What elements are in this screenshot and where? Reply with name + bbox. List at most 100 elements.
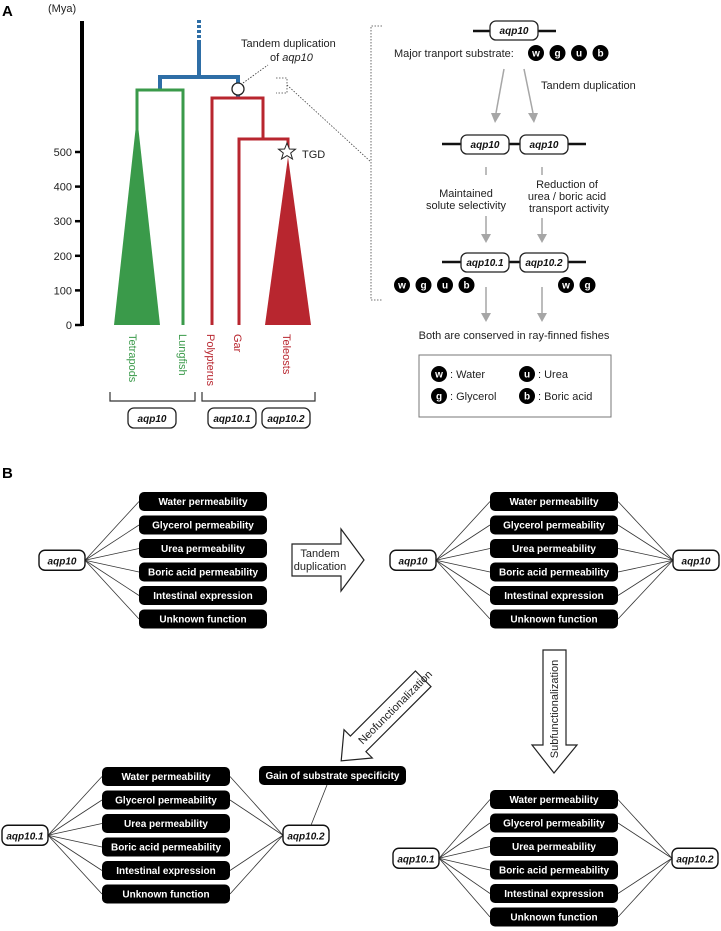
legend-label: : Glycerol — [450, 391, 496, 403]
left-fate-line1: Maintained — [439, 188, 493, 200]
connector-line — [47, 776, 103, 836]
fate-right-arrow-head — [537, 234, 547, 243]
tandem-arrow-line1: Tandem — [300, 548, 339, 560]
axis-tick-label: 500 — [54, 147, 72, 159]
tetrapods-clade-triangle — [114, 116, 160, 325]
gene-node-label: aqp10 — [399, 556, 428, 567]
substrate-letter: w — [561, 281, 570, 292]
function-box: Urea permeability — [139, 539, 267, 558]
final-gene-box-right — [519, 252, 569, 273]
panel-a-label: A — [2, 3, 13, 20]
block-arrow-down-icon — [530, 649, 579, 774]
substrate-badge: b — [519, 388, 535, 404]
connector-line — [47, 834, 103, 848]
substrate-letter: g — [554, 49, 560, 60]
phylogenetic-tree: TGD Tandem duplication of aqp10 — [114, 20, 382, 325]
zoom-bracket — [370, 25, 382, 301]
function-label: Urea permeability — [512, 842, 596, 853]
function-box: Water permeability — [139, 492, 267, 511]
gene-node: aqp10.2 — [282, 824, 330, 846]
function-label: Intestinal expression — [504, 591, 603, 602]
neofunctionalization-label: Neofunctionalization — [356, 669, 435, 748]
function-label: Unknown function — [510, 615, 597, 626]
substrate-badge: u — [519, 366, 535, 382]
dup-gene-box-right — [519, 134, 569, 155]
connector-line — [435, 501, 491, 561]
dup-gene-label-left: aqp10 — [471, 140, 500, 151]
gene-node: aqp10 — [38, 549, 86, 571]
substrate-badge: g — [579, 277, 596, 293]
zoom-region-marker — [276, 77, 288, 94]
substrate-badge: b — [592, 45, 609, 61]
gene-node-label: aqp10 — [48, 556, 77, 567]
taxon-label: Polypterus — [204, 334, 216, 386]
substrate-letter: b — [524, 392, 530, 403]
zoom-callout-line — [286, 84, 372, 163]
substrate-badge: u — [571, 45, 587, 61]
connector-line — [435, 548, 491, 561]
substrate-letter: b — [463, 281, 469, 292]
tandem-duplication-arrow: Tandem duplication — [291, 527, 365, 593]
function-box: Intestinal expression — [102, 861, 230, 880]
connector-line — [617, 524, 674, 561]
substrate-letter: w — [531, 49, 540, 60]
panel-b-label: B — [2, 465, 13, 482]
substrate-letter: g — [584, 281, 590, 292]
block-arrow-diagonal-icon — [340, 670, 432, 762]
substrate-circle-icon — [437, 277, 453, 293]
function-label: Boric acid permeability — [499, 568, 609, 579]
function-label: Boric acid permeability — [148, 568, 258, 579]
axis-unit-label: (Mya) — [48, 3, 76, 15]
block-arrow-right-icon — [291, 527, 365, 593]
connector-line — [438, 799, 491, 859]
legend-label: : Urea — [538, 369, 569, 381]
substrate-badge: w — [528, 45, 544, 61]
substrate-letter: b — [597, 49, 603, 60]
function-label: Water permeability — [509, 795, 599, 806]
substrate-letter: u — [576, 49, 582, 60]
connector-line — [84, 559, 140, 573]
connector-line — [435, 559, 491, 573]
actinopterygii-branch — [210, 96, 265, 325]
gene-node-label: aqp10.1 — [397, 854, 435, 865]
substrate-circle-icon — [558, 277, 574, 293]
axis-tick-label: 300 — [54, 216, 72, 228]
substrate-label: Major tranport substrate: — [394, 48, 514, 60]
substrate-circle-icon — [458, 277, 475, 293]
tandem-duplication-node — [231, 82, 245, 96]
function-box: Urea permeability — [102, 814, 230, 833]
axis-tick-label: 400 — [54, 182, 72, 194]
connector-line — [617, 822, 673, 859]
bracket-actinopterygii — [201, 392, 316, 402]
gene-node: aqp10 — [672, 549, 720, 571]
dup-gene-label-right: aqp10 — [530, 140, 559, 151]
substrate-legend-box — [418, 354, 612, 418]
function-box: Water permeability — [102, 767, 230, 786]
top-gene-box — [489, 20, 539, 41]
function-box: Glycerol permeability — [490, 813, 618, 833]
gene-node: aqp10.2 — [671, 847, 719, 869]
connector-line — [84, 524, 140, 561]
legend-item: w: Water — [431, 366, 485, 382]
tandem-duplication-label-line1: Tandem duplication — [241, 38, 336, 50]
taxon-label: Tetrapods — [126, 334, 138, 383]
substrate-circle-icon — [519, 388, 535, 404]
gene-label-aqp10-1: aqp10.1 — [207, 407, 257, 429]
axis-tick-label: 0 — [66, 320, 72, 332]
substrate-letter: w — [434, 370, 443, 381]
function-label: Water permeability — [509, 497, 599, 508]
connector-line — [438, 857, 491, 871]
gene-group-brackets: aqp10 aqp10.1 aqp10.2 — [109, 392, 316, 429]
right-fate-line3: transport activity — [529, 203, 610, 215]
gene-group-label: aqp10 — [138, 414, 167, 425]
substrate-badge: g — [415, 277, 432, 293]
gene-group-label: aqp10.1 — [213, 414, 251, 425]
arrow-left-shaft — [495, 68, 505, 114]
fate-left-arrow-head — [481, 234, 491, 243]
function-label: Glycerol permeability — [503, 819, 605, 830]
connector-line — [47, 834, 103, 871]
function-box: Glycerol permeability — [490, 515, 618, 535]
arrow-left-head — [491, 113, 501, 123]
